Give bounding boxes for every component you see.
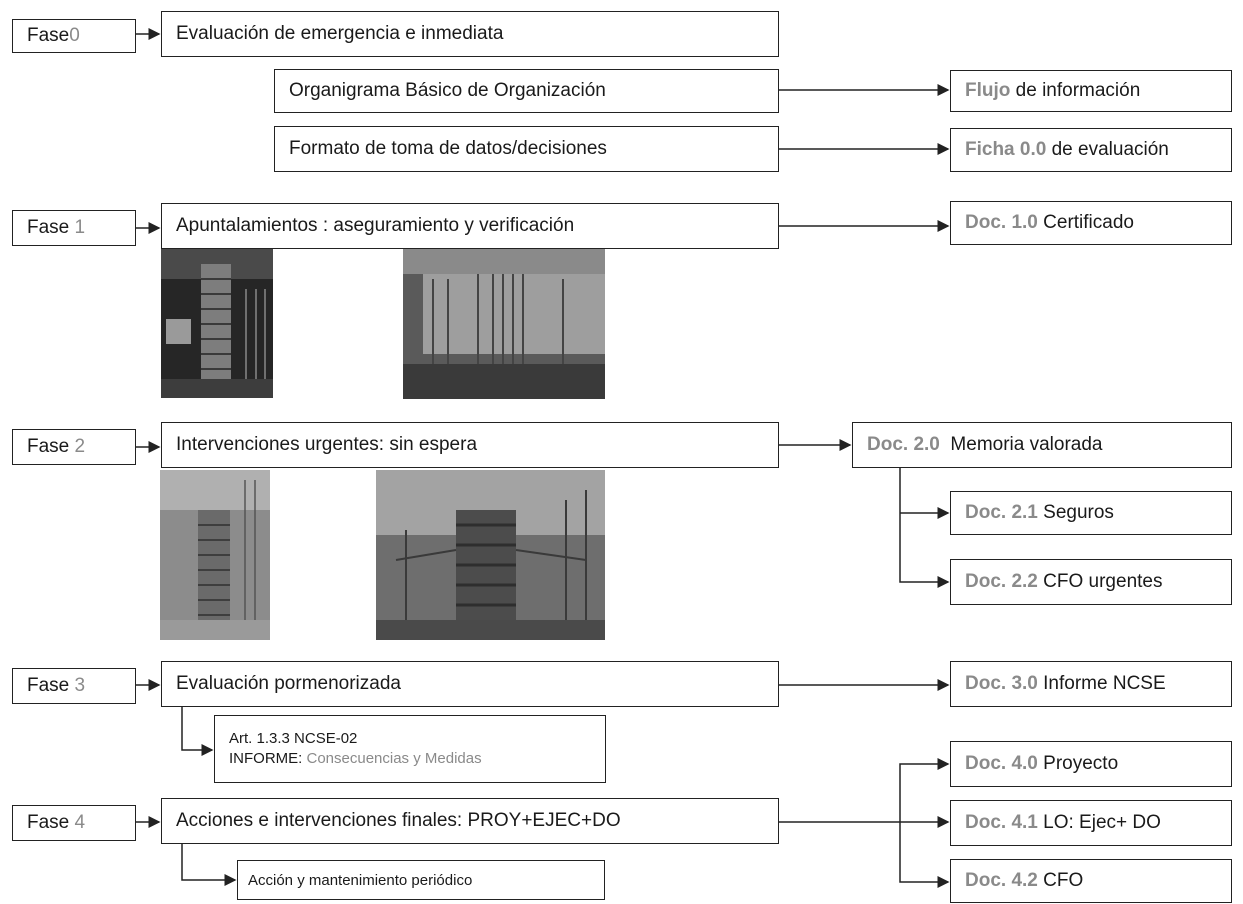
phase-number: 1 xyxy=(74,217,86,238)
doc-text: de información xyxy=(1010,80,1141,101)
doc-code: Doc. 2.0 xyxy=(867,434,940,455)
phase-3-box: Fase 3 xyxy=(12,668,136,704)
doc-code: Doc. 3.0 xyxy=(965,673,1038,694)
phase-number: 3 xyxy=(74,675,86,696)
photo-shored-column-1 xyxy=(161,249,273,398)
doc-code: Doc. 1.0 xyxy=(965,212,1038,233)
doc-code: Flujo xyxy=(965,80,1011,101)
doc-text: LO: Ejec+ DO xyxy=(1037,812,1161,833)
doc-text: Seguros xyxy=(1037,502,1114,523)
phase-label: Fase xyxy=(27,436,75,457)
phase-2-title: Intervenciones urgentes: sin espera xyxy=(161,422,779,468)
shored-column-image xyxy=(376,470,605,640)
phase-4-title: Acciones e intervenciones finales: PROY+… xyxy=(161,798,779,844)
doc-text: CFO xyxy=(1037,870,1084,891)
photo-shored-column-2 xyxy=(160,470,270,640)
phase-1-title: Apuntalamientos : aseguramiento y verifi… xyxy=(161,203,779,249)
doc-text: CFO urgentes xyxy=(1037,571,1163,592)
phase-label: Fase xyxy=(27,675,75,696)
phase-0-box: Fase 0 xyxy=(12,19,136,53)
phase-4-box: Fase 4 xyxy=(12,805,136,841)
doc-3-0: Doc. 3.0 Informe NCSE xyxy=(950,661,1232,707)
doc-code: Ficha 0.0 xyxy=(965,139,1047,160)
art-informe-box: Art. 1.3.3 NCSE-02 INFORME: Consecuencia… xyxy=(214,715,606,783)
photo-shored-wall-1 xyxy=(403,249,605,399)
organigrama-box: Organigrama Básico de Organización xyxy=(274,69,779,113)
phase-label: Fase xyxy=(27,812,75,833)
informe-prefix: INFORME: xyxy=(229,750,307,767)
doc-4-1: Doc. 4.1 LO: Ejec+ DO xyxy=(950,800,1232,846)
photo-shored-column-3 xyxy=(376,470,605,640)
doc-code: Doc. 4.2 xyxy=(965,870,1038,891)
informe-rest: Consecuencias y Medidas xyxy=(306,750,482,767)
doc-code: Doc. 4.0 xyxy=(965,753,1038,774)
doc-4-0: Doc. 4.0 Proyecto xyxy=(950,741,1232,787)
phase-number: 0 xyxy=(69,25,80,46)
doc-text: Certificado xyxy=(1037,212,1134,233)
doc-text: Proyecto xyxy=(1037,753,1119,774)
phase-2-box: Fase 2 xyxy=(12,429,136,465)
doc-2-1: Doc. 2.1 Seguros xyxy=(950,491,1232,535)
phase-1-box: Fase 1 xyxy=(12,210,136,246)
phase-label: Fase xyxy=(27,217,75,238)
art-line: Art. 1.3.3 NCSE-02 xyxy=(229,730,358,747)
doc-code: Doc. 2.1 xyxy=(965,502,1038,523)
phase-3-title: Evaluación pormenorizada xyxy=(161,661,779,707)
doc-text: de evaluación xyxy=(1046,139,1169,160)
doc-ficha: Ficha 0.0 de evaluación xyxy=(950,128,1232,172)
shored-column-image xyxy=(160,470,270,640)
doc-4-2: Doc. 4.2 CFO xyxy=(950,859,1232,903)
phase-number: 2 xyxy=(74,436,86,457)
phase-label: Fase xyxy=(27,25,70,46)
phase-number: 4 xyxy=(74,812,86,833)
doc-text: Memoria valorada xyxy=(939,434,1103,455)
shored-wall-image xyxy=(403,249,605,399)
accion-box: Acción y mantenimiento periódico xyxy=(237,860,605,900)
doc-code: Doc. 4.1 xyxy=(965,812,1038,833)
doc-2-0: Doc. 2.0 Memoria valorada xyxy=(852,422,1232,468)
doc-text: Informe NCSE xyxy=(1037,673,1166,694)
doc-code: Doc. 2.2 xyxy=(965,571,1038,592)
informe-line: INFORME: Consecuencias y Medidas xyxy=(229,749,482,769)
shored-column-image xyxy=(161,249,273,398)
formato-box: Formato de toma de datos/decisiones xyxy=(274,126,779,172)
doc-flujo: Flujo de información xyxy=(950,70,1232,112)
doc-1-0: Doc. 1.0 Certificado xyxy=(950,201,1232,245)
phase-0-title: Evaluación de emergencia e inmediata xyxy=(161,11,779,57)
doc-2-2: Doc. 2.2 CFO urgentes xyxy=(950,559,1232,605)
